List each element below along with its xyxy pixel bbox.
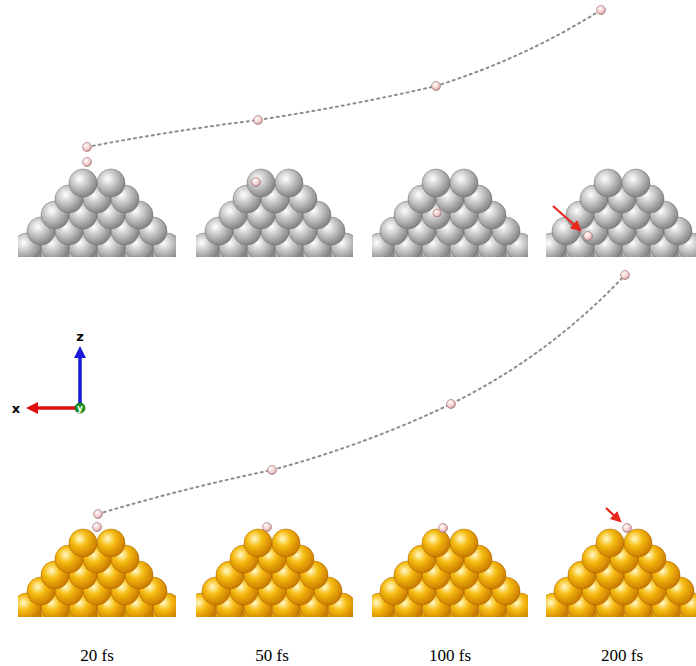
time-label: 100 fs — [429, 647, 471, 664]
atom — [97, 169, 125, 197]
axis-label: x — [12, 402, 20, 415]
atom — [69, 169, 97, 197]
atom — [624, 529, 652, 557]
cluster — [196, 529, 353, 617]
cluster — [196, 169, 353, 257]
atom — [97, 529, 125, 557]
atom — [247, 169, 275, 197]
atom — [622, 169, 650, 197]
axis-triad — [26, 346, 86, 414]
cluster — [18, 529, 176, 617]
cluster — [18, 169, 176, 257]
hydrogen-atoms — [83, 6, 630, 519]
highlight-arrow — [553, 206, 580, 230]
atom-clusters — [0, 169, 696, 629]
atom — [275, 169, 303, 197]
time-label: 50 fs — [255, 647, 289, 664]
trajectory-line — [98, 275, 625, 514]
axis-label: y — [77, 404, 83, 413]
atom — [422, 169, 450, 197]
cluster — [372, 169, 528, 257]
time-label: 200 fs — [601, 647, 643, 664]
cluster — [546, 529, 696, 617]
atom — [450, 529, 478, 557]
cluster — [372, 529, 528, 617]
atom — [272, 529, 300, 557]
atom — [244, 529, 272, 557]
trajectory-line — [87, 10, 601, 147]
atom — [596, 529, 624, 557]
atom — [69, 529, 97, 557]
cluster — [546, 169, 696, 257]
highlight-arrow — [606, 508, 620, 521]
axis-label: z — [76, 330, 84, 343]
time-label: 20 fs — [80, 647, 114, 664]
atom — [450, 169, 478, 197]
atom — [594, 169, 622, 197]
hydrogen-atoms — [83, 158, 632, 533]
atom — [422, 529, 450, 557]
